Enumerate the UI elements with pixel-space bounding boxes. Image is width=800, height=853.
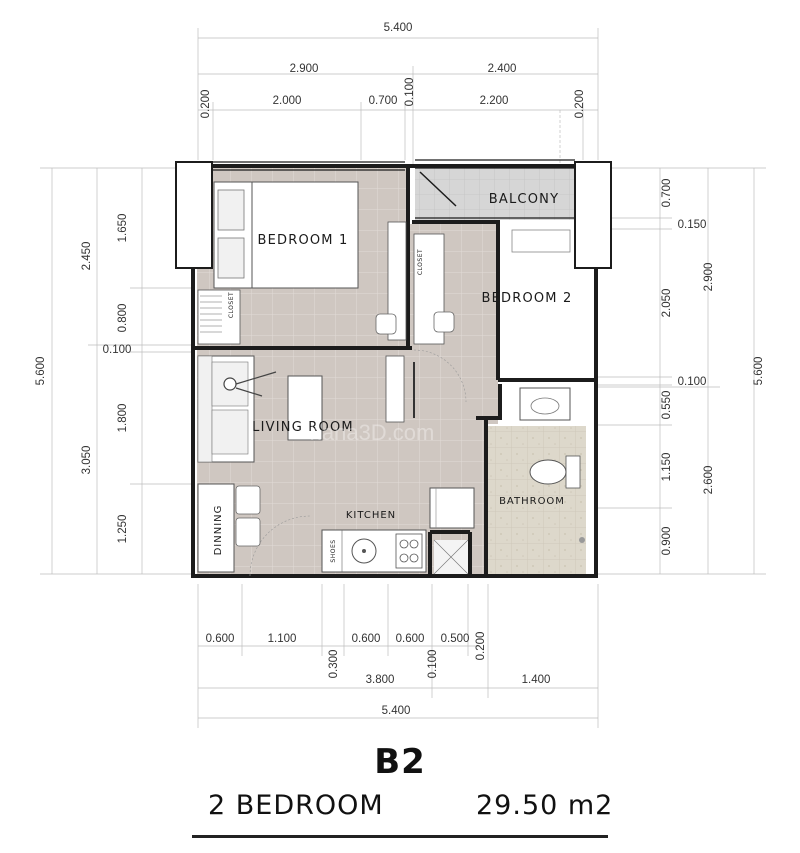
room-label-dinning: DINNING <box>213 505 224 556</box>
dim-right-inner-3: 2.050 <box>661 289 673 318</box>
dim-left-inner-4: 1.800 <box>117 404 129 433</box>
dim-bottom-row1-1: 0.600 <box>206 633 235 645</box>
tv-unit <box>385 355 415 423</box>
dim-bottom-row1-v3: 0.200 <box>475 632 487 661</box>
dim-left-mid-2: 3.050 <box>81 446 93 475</box>
dim-right-inner-6: 1.150 <box>661 453 673 482</box>
coffee-table <box>287 375 323 441</box>
column-right <box>574 161 612 269</box>
dim-top-total: 5.400 <box>384 22 413 34</box>
dim-bottom-row2-1: 3.800 <box>366 674 395 686</box>
shaft <box>433 539 469 575</box>
dimension-lines <box>40 28 766 728</box>
dim-right-inner-2: 0.150 <box>678 219 707 231</box>
room-label-kitchen: KITCHEN <box>346 510 396 521</box>
dim-bottom-row1-v1: 0.300 <box>328 650 340 679</box>
closet-label-1: CLOSET <box>228 292 235 318</box>
dim-right-inner-1: 0.700 <box>661 179 673 208</box>
dim-left-inner-3: 0.100 <box>103 344 132 356</box>
dim-right-inner-4: 0.100 <box>678 376 707 388</box>
closet-2 <box>387 221 445 345</box>
dim-right-inner-7: 0.900 <box>661 527 673 556</box>
kitchen-counter <box>321 529 427 573</box>
plan-code: B2 <box>374 742 426 782</box>
shoes-label: SHOES <box>330 539 337 562</box>
dim-top-row3-3: 0.700 <box>369 95 398 107</box>
dim-bottom-row1-5: 0.500 <box>441 633 470 645</box>
dim-left-mid-1: 2.450 <box>81 242 93 271</box>
dim-right-mid-2: 2.600 <box>703 466 715 495</box>
dim-top-row3-4: 0.100 <box>404 78 416 107</box>
person-figure <box>223 371 277 397</box>
bathroom-fixtures <box>519 387 585 543</box>
room-label-living-room: LIVING ROOM <box>252 420 354 435</box>
closet-1 <box>197 289 241 345</box>
dim-top-row3-5: 2.200 <box>480 95 509 107</box>
room-label-bedroom-2: BEDROOM 2 <box>481 291 572 306</box>
dim-right-outer: 5.600 <box>753 357 765 386</box>
dim-left-outer: 5.600 <box>35 357 47 386</box>
dim-top-row2-1: 2.900 <box>290 63 319 75</box>
watermark: hana3D.com <box>310 420 435 445</box>
closet-label-2: CLOSET <box>417 249 424 275</box>
dim-top-row3-2: 2.000 <box>273 95 302 107</box>
room-label-bedroom-1: BEDROOM 1 <box>257 233 348 248</box>
room-label-bathroom: BATHROOM <box>499 496 565 507</box>
dim-bottom-row1-v2: 0.100 <box>427 650 439 679</box>
title-underline <box>192 835 608 838</box>
wardrobe-bedroom-2 <box>511 229 571 253</box>
dim-bottom-row1-3: 0.600 <box>352 633 381 645</box>
dim-right-inner-5: 0.550 <box>661 391 673 420</box>
dim-bottom-row1-2: 1.100 <box>268 633 297 645</box>
column-left <box>175 161 213 269</box>
door-swings <box>249 349 467 577</box>
dining-set <box>197 483 261 573</box>
walls <box>191 164 598 578</box>
sofa <box>197 355 255 463</box>
dim-top-row3-6: 0.200 <box>574 90 586 119</box>
dim-bottom-row2-2: 1.400 <box>522 674 551 686</box>
dim-left-inner-2: 0.800 <box>117 304 129 333</box>
fridge <box>429 487 475 529</box>
dim-top-row3-1: 0.200 <box>200 90 212 119</box>
dim-top-row2-2: 2.400 <box>488 63 517 75</box>
dim-left-inner-1: 1.650 <box>117 214 129 243</box>
dim-left-inner-5: 1.250 <box>117 515 129 544</box>
unit-area: 29.50 m2 <box>476 790 614 821</box>
window-frames <box>212 159 575 219</box>
unit-type: 2 BEDROOM <box>208 790 384 821</box>
room-label-balcony: BALCONY <box>489 192 559 207</box>
dim-bottom-total: 5.400 <box>382 705 411 717</box>
dim-bottom-row1-4: 0.600 <box>396 633 425 645</box>
dim-right-mid-1: 2.900 <box>703 263 715 292</box>
desk-chairs <box>375 311 455 335</box>
bed-1 <box>213 181 359 289</box>
